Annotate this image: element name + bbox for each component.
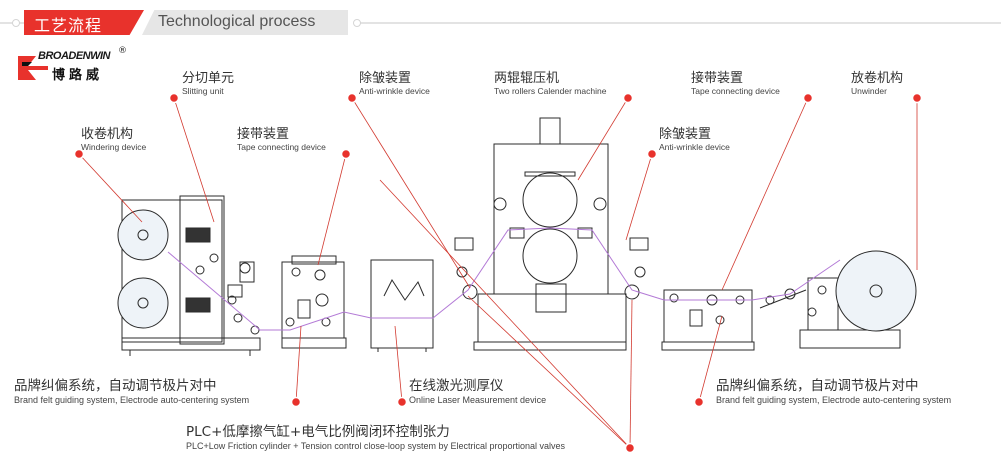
marker-dot [624, 442, 636, 454]
label-zh: 分切单元 [182, 71, 235, 86]
label-zh: 收卷机构 [81, 127, 134, 142]
marker-dot [646, 148, 658, 160]
marker-dot [396, 396, 408, 408]
marker-dot [622, 92, 634, 104]
header-dot-right [353, 19, 361, 27]
header-tag-en: Technological process [142, 10, 348, 35]
leader-plc-c [467, 295, 631, 449]
leader-tape-left [317, 153, 347, 266]
brand-name-zh: 博路威 [52, 68, 104, 83]
marker-dot [340, 148, 352, 160]
leader-antiwrinkle-top [351, 97, 471, 289]
label-en: Anti-wrinkle device [359, 86, 430, 96]
registered-mark: ® [118, 46, 127, 56]
leader-plc-b [629, 299, 633, 449]
label-en: Windering device [81, 142, 147, 152]
header-title-zh: 工艺流程 [34, 16, 103, 35]
label-en: Slitting unit [182, 86, 224, 96]
label-slitting-unit: 分切单元 Slitting unit [182, 72, 234, 96]
label-guiding-right: 品牌纠偏系统，自动调节极片对中 Brand felt guiding syste… [716, 378, 952, 405]
leader-slitting [173, 97, 215, 223]
calender-machine [454, 117, 649, 351]
label-zh: 接带装置 [237, 127, 290, 142]
marker-dot [693, 396, 705, 408]
label-zh: 接带装置 [691, 71, 744, 86]
brand-mark-icon [18, 56, 48, 80]
label-guiding-left: 品牌纠偏系统，自动调节极片对中 Brand felt guiding syste… [14, 378, 250, 405]
leader-antiwrinkle-right [625, 153, 653, 241]
label-en: Unwinder [851, 86, 887, 96]
label-windering: 收卷机构 Windering device [81, 128, 146, 152]
header-title-en: Technological process [158, 13, 316, 30]
marker-dot [802, 92, 814, 104]
marker-dot [290, 396, 302, 408]
label-laser: 在线激光测厚仪 Online Laser Measurement device [409, 378, 547, 405]
leader-calender [577, 97, 629, 181]
winder-slitting-machine [117, 195, 261, 356]
marker-dot [346, 92, 358, 104]
label-zh: 两辊辊压机 [494, 71, 560, 86]
label-zh: PLC+低摩擦气缸+电气比例阀闭环控制张力 [186, 424, 450, 440]
label-unwinder: 放卷机构 Unwinder [851, 72, 903, 96]
leader-plc-a [379, 179, 631, 449]
header-tag-zh: 工艺流程 [24, 10, 144, 35]
leader-guiding-right [698, 315, 723, 403]
label-en: Tape connecting device [691, 86, 780, 96]
label-plc: PLC+低摩擦气缸+电气比例阀闭环控制张力 PLC+Low Friction c… [186, 424, 566, 451]
label-tape-top: 接带装置 Tape connecting device [691, 72, 780, 96]
label-en: Anti-wrinkle device [659, 142, 730, 152]
section-header: 工艺流程 Technological process [0, 10, 1001, 36]
label-zh: 除皱装置 [659, 127, 712, 142]
label-en: PLC+Low Friction cylinder + Tension cont… [186, 440, 566, 451]
label-en: Tape connecting device [237, 142, 326, 152]
label-en: Brand felt guiding system, Electrode aut… [14, 394, 250, 405]
tape-connecting-unit-right [661, 289, 755, 351]
laser-measurement-frame [370, 259, 434, 352]
label-tape-left: 接带装置 Tape connecting device [237, 128, 326, 152]
label-zh: 品牌纠偏系统，自动调节极片对中 [14, 378, 217, 394]
header-rule-right [358, 22, 1001, 24]
label-antiwrinkle-top: 除皱装置 Anti-wrinkle device [359, 72, 430, 96]
label-zh: 品牌纠偏系统，自动调节极片对中 [716, 378, 919, 394]
leader-guiding-left [295, 325, 302, 403]
label-zh: 除皱装置 [359, 71, 412, 86]
leader-windering [78, 153, 143, 223]
marker-dot [73, 148, 85, 160]
label-en: Brand felt guiding system, Electrode aut… [716, 394, 952, 405]
brand-name-en: BROADENWIN [38, 50, 111, 62]
label-calender: 两辊辊压机 Two rollers Calender machine [494, 72, 606, 96]
unwinder-machine [759, 250, 917, 349]
label-zh: 放卷机构 [851, 71, 904, 86]
tape-connecting-unit-left [281, 255, 347, 349]
marker-dot [911, 92, 923, 104]
leader-laser [394, 325, 403, 403]
leader-tape-top [721, 97, 809, 291]
label-zh: 在线激光测厚仪 [409, 378, 504, 394]
label-en: Online Laser Measurement device [409, 394, 547, 405]
label-en: Two rollers Calender machine [494, 86, 607, 96]
brand-logo: BROADENWIN ® 博路威 [18, 46, 138, 90]
header-dot-left [12, 19, 20, 27]
marker-dot [168, 92, 180, 104]
label-antiwrinkle-right: 除皱装置 Anti-wrinkle device [659, 128, 730, 152]
